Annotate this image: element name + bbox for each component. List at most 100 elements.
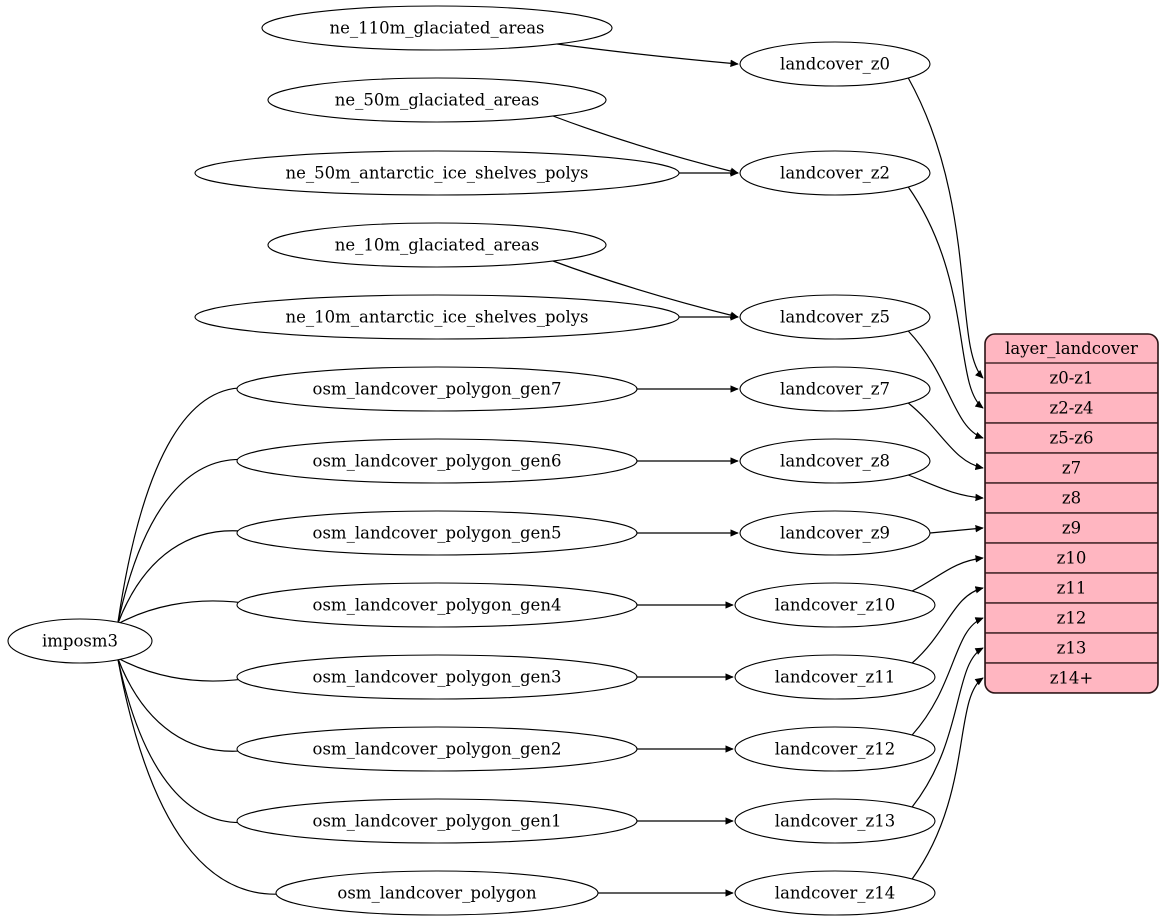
edge-imposm3-to-osm_landcover_polygon_gen6	[117, 456, 258, 625]
node-label: landcover_z10	[775, 596, 895, 615]
node-shape	[236, 654, 638, 700]
node-landcover_z11[interactable]: landcover_z11	[734, 654, 936, 700]
node-shape	[734, 726, 936, 772]
node-shape	[267, 222, 607, 268]
node-shape	[734, 870, 936, 916]
node-osm_landcover_polygon_gen5[interactable]: osm_landcover_polygon_gen5	[236, 510, 638, 556]
node-shape	[236, 726, 638, 772]
table-row-label: z11	[1057, 579, 1087, 598]
edge-landcover_z2-to-z2-z4	[907, 186, 984, 409]
node-landcover_z10[interactable]: landcover_z10	[734, 582, 936, 628]
node-landcover_z9[interactable]: landcover_z9	[739, 510, 931, 556]
node-label: osm_landcover_polygon_gen3	[313, 668, 562, 687]
node-landcover_z7[interactable]: landcover_z7	[739, 366, 931, 412]
edge-landcover_z11-to-z11	[911, 586, 984, 664]
node-osm_landcover_polygon_gen6[interactable]: osm_landcover_polygon_gen6	[236, 438, 638, 484]
node-label: landcover_z2	[780, 164, 890, 183]
node-label: landcover_z5	[780, 308, 890, 327]
node-landcover_z5[interactable]: landcover_z5	[739, 294, 931, 340]
node-shape	[236, 510, 638, 556]
table-row-z13[interactable]	[985, 632, 1158, 664]
table-row-z7[interactable]	[985, 452, 1158, 484]
node-ne_10m_antarctic_ice_shelves_polys[interactable]: ne_10m_antarctic_ice_shelves_polys	[194, 294, 680, 340]
node-label: osm_landcover_polygon_gen7	[313, 380, 562, 399]
node-shape	[739, 438, 931, 484]
table-row-z5-z6[interactable]	[985, 422, 1158, 454]
edge-imposm3-to-osm_landcover_polygon_gen1	[117, 657, 258, 826]
table-row-label: z13	[1057, 639, 1087, 658]
edge-landcover_z8-to-z8	[908, 474, 984, 502]
node-ne_10m_glaciated_areas[interactable]: ne_10m_glaciated_areas	[267, 222, 607, 268]
table-row-label: z7	[1062, 459, 1081, 478]
node-label: landcover_z0	[780, 55, 890, 74]
node-ne_110m_glaciated_areas[interactable]: ne_110m_glaciated_areas	[261, 5, 613, 51]
table-row-z10[interactable]	[985, 542, 1158, 574]
edge-landcover_z9-to-z9	[929, 525, 984, 534]
node-label: ne_50m_antarctic_ice_shelves_polys	[285, 164, 588, 183]
node-osm_landcover_polygon_gen7[interactable]: osm_landcover_polygon_gen7	[236, 366, 638, 412]
node-osm_landcover_polygon_gen4[interactable]: osm_landcover_polygon_gen4	[236, 582, 638, 628]
node-landcover_z14[interactable]: landcover_z14	[734, 870, 936, 916]
edge-ne_110m_glaciated_areas-to-landcover_z0	[557, 43, 739, 67]
node-label: landcover_z8	[780, 452, 890, 471]
edge-imposm3-to-osm_landcover_polygon_gen3	[117, 657, 258, 682]
node-shape	[734, 654, 936, 700]
node-landcover_z8[interactable]: landcover_z8	[739, 438, 931, 484]
table-row-label: z2-z4	[1050, 399, 1094, 418]
table-row-z14+[interactable]	[985, 662, 1158, 693]
edge-imposm3-to-osm_landcover_polygon_gen7	[117, 384, 258, 625]
node-shape	[275, 870, 599, 916]
table-border	[984, 333, 1159, 694]
node-label: ne_10m_antarctic_ice_shelves_polys	[285, 308, 588, 327]
table-row-label: z0-z1	[1050, 369, 1094, 388]
table-row-label: z10	[1057, 549, 1087, 568]
table-row-label: z9	[1062, 519, 1081, 538]
node-label: landcover_z11	[775, 668, 895, 687]
edge-imposm3-to-osm_landcover_polygon_gen4	[117, 600, 258, 625]
node-landcover_z12[interactable]: landcover_z12	[734, 726, 936, 772]
node-landcover_z2[interactable]: landcover_z2	[739, 150, 931, 196]
table-row-label: z8	[1062, 489, 1081, 508]
edge-landcover_z10-to-z10	[911, 555, 984, 592]
node-shape	[739, 41, 931, 87]
edge-landcover_z7-to-z7	[907, 402, 984, 471]
node-landcover_z13[interactable]: landcover_z13	[734, 798, 936, 844]
node-landcover_z0[interactable]: landcover_z0	[739, 41, 931, 87]
edges-layer	[117, 43, 984, 898]
node-shape	[734, 798, 936, 844]
node-label: imposm3	[42, 632, 118, 651]
node-imposm3[interactable]: imposm3	[7, 618, 153, 664]
edge-imposm3-to-osm_landcover_polygon	[117, 657, 293, 898]
node-osm_landcover_polygon_gen2[interactable]: osm_landcover_polygon_gen2	[236, 726, 638, 772]
nodes-layer: imposm3 ne_110m_glaciated_areas ne_50m_gla…	[7, 5, 936, 916]
edge-landcover_z13-to-z13	[911, 647, 984, 808]
edge-imposm3-to-osm_landcover_polygon_gen5	[117, 528, 258, 625]
node-label: osm_landcover_polygon_gen1	[313, 812, 562, 831]
layer-table-group[interactable]: layer_landcoverz0-z1z2-z4z5-z6z7z8z9z10z…	[985, 334, 1158, 693]
edge-imposm3-to-osm_landcover_polygon_gen2	[117, 657, 258, 754]
edge-landcover_z14-to-z14+	[911, 677, 984, 880]
node-shape	[739, 366, 931, 412]
table-row-z9[interactable]	[985, 512, 1158, 544]
node-osm_landcover_polygon[interactable]: osm_landcover_polygon	[275, 870, 599, 916]
node-label: ne_10m_glaciated_areas	[335, 236, 540, 255]
node-label: ne_110m_glaciated_areas	[329, 19, 544, 38]
node-label: osm_landcover_polygon	[337, 884, 537, 903]
node-label: ne_50m_glaciated_areas	[335, 91, 540, 110]
node-osm_landcover_polygon_gen3[interactable]: osm_landcover_polygon_gen3	[236, 654, 638, 700]
node-osm_landcover_polygon_gen1[interactable]: osm_landcover_polygon_gen1	[236, 798, 638, 844]
node-ne_50m_glaciated_areas[interactable]: ne_50m_glaciated_areas	[267, 77, 607, 123]
node-label: osm_landcover_polygon_gen6	[313, 452, 562, 471]
node-shape	[267, 77, 607, 123]
table-row-label: z12	[1057, 609, 1087, 628]
node-shape	[734, 582, 936, 628]
node-shape	[261, 5, 613, 51]
table-header-label: layer_landcover	[1005, 339, 1138, 358]
node-shape	[194, 150, 680, 196]
node-shape	[7, 618, 153, 664]
edge-landcover_z12-to-z12	[911, 617, 984, 736]
table-row-z12[interactable]	[985, 602, 1158, 634]
layer-landcover-table: layer_landcoverz0-z1z2-z4z5-z6z7z8z9z10z…	[984, 333, 1159, 694]
node-ne_50m_antarctic_ice_shelves_polys[interactable]: ne_50m_antarctic_ice_shelves_polys	[194, 150, 680, 196]
